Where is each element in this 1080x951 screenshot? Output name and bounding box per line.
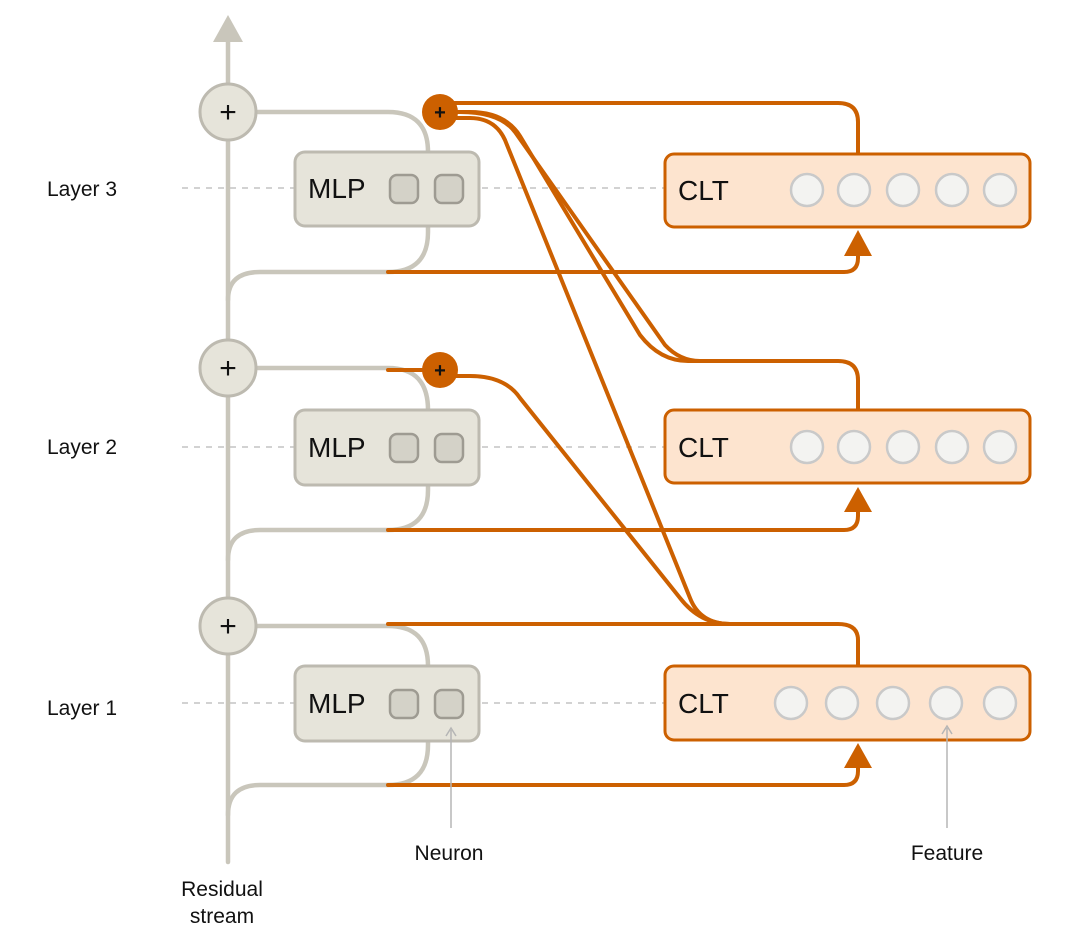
callout-pointers — [445, 724, 953, 828]
feature-l1-4 — [928, 685, 964, 721]
feature-l3-2 — [836, 172, 872, 208]
neuron-l2-2 — [433, 432, 465, 464]
clt-label-l1: CLT — [678, 688, 729, 719]
clt-add-l2-symbol: + — [434, 360, 446, 382]
mlp-label-l1: MLP — [308, 688, 366, 719]
clt-input-arrowhead-l2 — [844, 487, 872, 512]
clt-output-l3-to-l3 — [438, 101, 860, 156]
clt-output-l1-to-l1 — [386, 622, 860, 668]
neuron-pointer-head — [445, 726, 457, 737]
clt-input-l2 — [386, 506, 860, 532]
feature-l2-5 — [982, 429, 1018, 465]
neuron-l1-2 — [433, 688, 465, 720]
residual-stream-arrowhead — [213, 15, 243, 42]
feature-l3-4 — [934, 172, 970, 208]
layer-label-1: Layer 1 — [47, 697, 117, 720]
residual-branch-l2-in — [225, 482, 431, 563]
residual-stream-label-line1: Residual — [181, 878, 263, 901]
mlp-block-l3: MLP — [293, 150, 481, 228]
feature-l3-1 — [789, 172, 825, 208]
neuron-l1-1 — [388, 688, 420, 720]
clt-label-l3: CLT — [678, 175, 729, 206]
residual-branch-l1-out — [253, 623, 431, 669]
residual-branch-l2-out — [253, 365, 431, 413]
clt-add-l3: + — [422, 94, 458, 130]
clt-input-l1 — [386, 760, 860, 787]
clt-add-l3-symbol: + — [434, 102, 446, 124]
residual-branch-l1-in — [225, 738, 431, 818]
neuron-l3-2 — [433, 173, 465, 205]
mlp-block-l1: MLP — [293, 664, 481, 743]
layer-label-3: Layer 3 — [47, 178, 117, 201]
mlp-block-l2: MLP — [293, 408, 481, 487]
layer-label-2: Layer 2 — [47, 436, 117, 459]
neuron-l3-1 — [388, 173, 420, 205]
residual-add-l1-symbol: + — [219, 610, 237, 643]
clt-output-l2-to-l3 — [458, 110, 702, 363]
feature-l1-3 — [875, 685, 911, 721]
clt-label-l2: CLT — [678, 432, 729, 463]
clt-block-l1: CLT — [663, 664, 1032, 742]
mlp-label-l3: MLP — [308, 173, 366, 204]
residual-add-l3: + — [198, 82, 258, 142]
residual-add-l1: + — [198, 596, 258, 656]
feature-l1-2 — [824, 685, 860, 721]
feature-l2-3 — [885, 429, 921, 465]
clt-input-arrowhead-l1 — [844, 743, 872, 768]
feature-l1-1 — [773, 685, 809, 721]
clt-input-l3 — [386, 248, 860, 274]
clt-block-l3: CLT — [663, 152, 1032, 229]
residual-add-l2: + — [198, 338, 258, 398]
clt-connections — [386, 101, 860, 787]
feature-l1-5 — [982, 685, 1018, 721]
residual-branch-l3-out — [253, 109, 431, 155]
clt-block-l2: CLT — [663, 408, 1032, 485]
neuron-l2-1 — [388, 432, 420, 464]
feature-l3-5 — [982, 172, 1018, 208]
feature-l2-1 — [789, 429, 825, 465]
clt-input-arrowhead-l3 — [844, 230, 872, 256]
residual-add-l2-symbol: + — [219, 352, 237, 385]
clt-add-l2: + — [422, 352, 458, 388]
residual-add-l3-symbol: + — [219, 96, 237, 129]
feature-l2-4 — [934, 429, 970, 465]
feature-annotation: Feature — [911, 842, 983, 865]
feature-l3-3 — [885, 172, 921, 208]
residual-branch-l3-in — [225, 223, 431, 303]
mlp-label-l2: MLP — [308, 432, 366, 463]
residual-stream-label-line2: stream — [190, 905, 254, 928]
feature-pointer-head — [941, 724, 953, 735]
neuron-annotation: Neuron — [415, 842, 484, 865]
feature-l2-2 — [836, 429, 872, 465]
clt-output-l1-to-l3 — [438, 116, 732, 626]
